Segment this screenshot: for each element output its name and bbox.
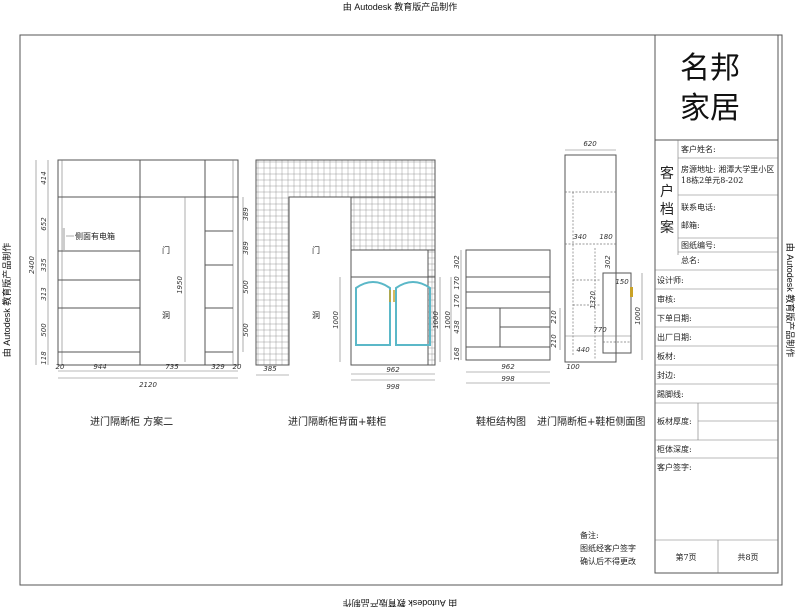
door-label-2: 洞 <box>162 310 170 320</box>
dim-h4: 313 <box>40 287 48 300</box>
dim-w-outer: 998 <box>501 375 515 383</box>
electric-box-note: 侧面有电箱 <box>75 231 115 241</box>
dim-r3: 500 <box>242 280 250 294</box>
dim-h-right: 1000 <box>432 311 440 329</box>
logo-line2: 家居 <box>680 91 740 126</box>
dim-h3: 170 <box>453 294 461 308</box>
watermark-top: 由 Autodesk 教育版产品制作 <box>343 1 458 12</box>
caption-drawing-1: 进门隔断柜 方案二 <box>90 415 173 428</box>
dim-h2: 170 <box>453 276 461 290</box>
dim-h2: 652 <box>40 217 48 231</box>
remarks-title: 备注: <box>580 530 599 540</box>
factory-date-label: 出厂日期: <box>657 332 692 342</box>
dim-h6: 118 <box>40 351 48 365</box>
title-block: 名邦 家居 客 户 档 案 客户姓名: 房源地址: 湘潭大学里小区 18栋2单元… <box>654 34 779 574</box>
dim-w3: 735 <box>165 363 179 371</box>
dim-r2: 389 <box>242 241 250 255</box>
sheet-border <box>19 34 783 586</box>
dim-h5: 500 <box>40 323 48 337</box>
dim-w-inner: 962 <box>386 366 400 374</box>
skirting-label: 踢脚线: <box>657 389 684 399</box>
page-number: 第7页 <box>675 552 696 562</box>
remarks-line1: 图纸经客户签字 <box>580 543 636 553</box>
drawing-partition-back-shoe-cabinet: 门 洞 1000 1000 385 962 998 进门隔断柜背面+鞋柜 <box>255 159 441 428</box>
total-name-label: 总名: <box>681 255 700 265</box>
dim-d3: 770 <box>593 326 607 334</box>
dim-d1: 340 <box>573 233 587 241</box>
archive-label-3: 档 <box>660 202 674 218</box>
dim-w1: 20 <box>56 363 65 371</box>
dim-total-height: 2400 <box>28 256 36 274</box>
dim-door-height: 1950 <box>176 276 184 294</box>
phone-label: 联系电话: <box>681 202 716 212</box>
address-line2: 18栋2单元8-202 <box>681 175 743 185</box>
dim-w: 100 <box>566 363 580 371</box>
dim-r4: 500 <box>242 323 250 337</box>
dim-r1: 389 <box>242 207 250 221</box>
dim-d2: 180 <box>599 233 613 241</box>
dim-h5: 168 <box>453 347 461 361</box>
board-label: 板材: <box>657 351 676 361</box>
archive-label-4: 案 <box>660 219 674 236</box>
board-thickness-label: 板材厚度: <box>657 416 692 426</box>
dim-w-inner: 962 <box>501 363 515 371</box>
dim-w4: 329 <box>211 363 225 371</box>
order-date-label: 下单日期: <box>657 313 692 323</box>
drawing-no-label: 图纸编号: <box>681 240 716 250</box>
review-label: 审核: <box>657 294 676 304</box>
customer-signature-label: 客户签字: <box>657 462 692 472</box>
logo-line1: 名邦 <box>680 51 740 86</box>
dim-w-total: 2120 <box>139 381 157 389</box>
dim-h4: 1000 <box>634 307 642 325</box>
caption-drawing-4: 进门隔断柜+鞋柜侧面图 <box>537 415 645 428</box>
dim-h2: 150 <box>615 278 629 286</box>
archive-label-2: 户 <box>660 183 674 200</box>
dim-h1: 302 <box>604 255 612 269</box>
dim-w-outer: 998 <box>386 383 400 391</box>
drawing-partition-cabinet-plan2: 侧面有电箱 门 洞 1950 2400 414 652 335 313 500 … <box>28 159 250 428</box>
dim-w2: 944 <box>93 363 106 371</box>
dim-w5: 20 <box>233 363 242 371</box>
dim-s2: 210 <box>550 334 558 348</box>
door-label-1: 门 <box>312 245 320 255</box>
total-pages: 共8页 <box>737 553 758 562</box>
dim-top: 620 <box>583 140 597 148</box>
customer-name-label: 客户姓名: <box>681 144 716 154</box>
dim-h-total: 1000 <box>444 311 452 329</box>
dim-h3: 1320 <box>589 291 597 309</box>
dim-h4: 438 <box>453 320 461 334</box>
shoe-cabinet-doors <box>355 281 431 346</box>
designer-label: 设计师: <box>657 275 684 285</box>
dim-h-left: 1000 <box>332 311 340 329</box>
dim-d4: 440 <box>576 346 590 354</box>
door-label-1: 门 <box>162 245 170 255</box>
dim-s1: 210 <box>550 310 558 324</box>
watermark-right: 由 Autodesk 教育版产品制作 <box>785 243 796 358</box>
remarks-line2: 确认后不得更改 <box>580 556 636 566</box>
caption-drawing-2: 进门隔断柜背面+鞋柜 <box>288 415 386 428</box>
archive-label-1: 客 <box>660 165 674 182</box>
watermark-bottom: 由 Autodesk 教育版产品制作 <box>343 598 458 607</box>
cabinet-depth-label: 柜体深度: <box>657 444 692 454</box>
drawing-shoe-cabinet-structure: 302 170 170 438 168 1000 962 998 鞋柜结构图 <box>444 249 551 428</box>
dim-h1: 414 <box>40 171 48 184</box>
caption-drawing-3: 鞋柜结构图 <box>476 415 526 428</box>
dim-h1: 302 <box>453 255 461 269</box>
door-label-2: 洞 <box>312 310 320 320</box>
dim-h3: 335 <box>40 258 48 272</box>
address-line1: 房源地址: 湘潭大学里小区 <box>681 164 774 174</box>
email-label: 邮箱: <box>681 220 700 230</box>
edge-label: 封边: <box>657 370 676 380</box>
dim-w-left: 385 <box>263 365 277 373</box>
watermark-left: 由 Autodesk 教育版产品制作 <box>1 243 12 358</box>
drawing-side-view: 620 340 180 302 150 1320 1000 770 440 21… <box>537 140 645 428</box>
